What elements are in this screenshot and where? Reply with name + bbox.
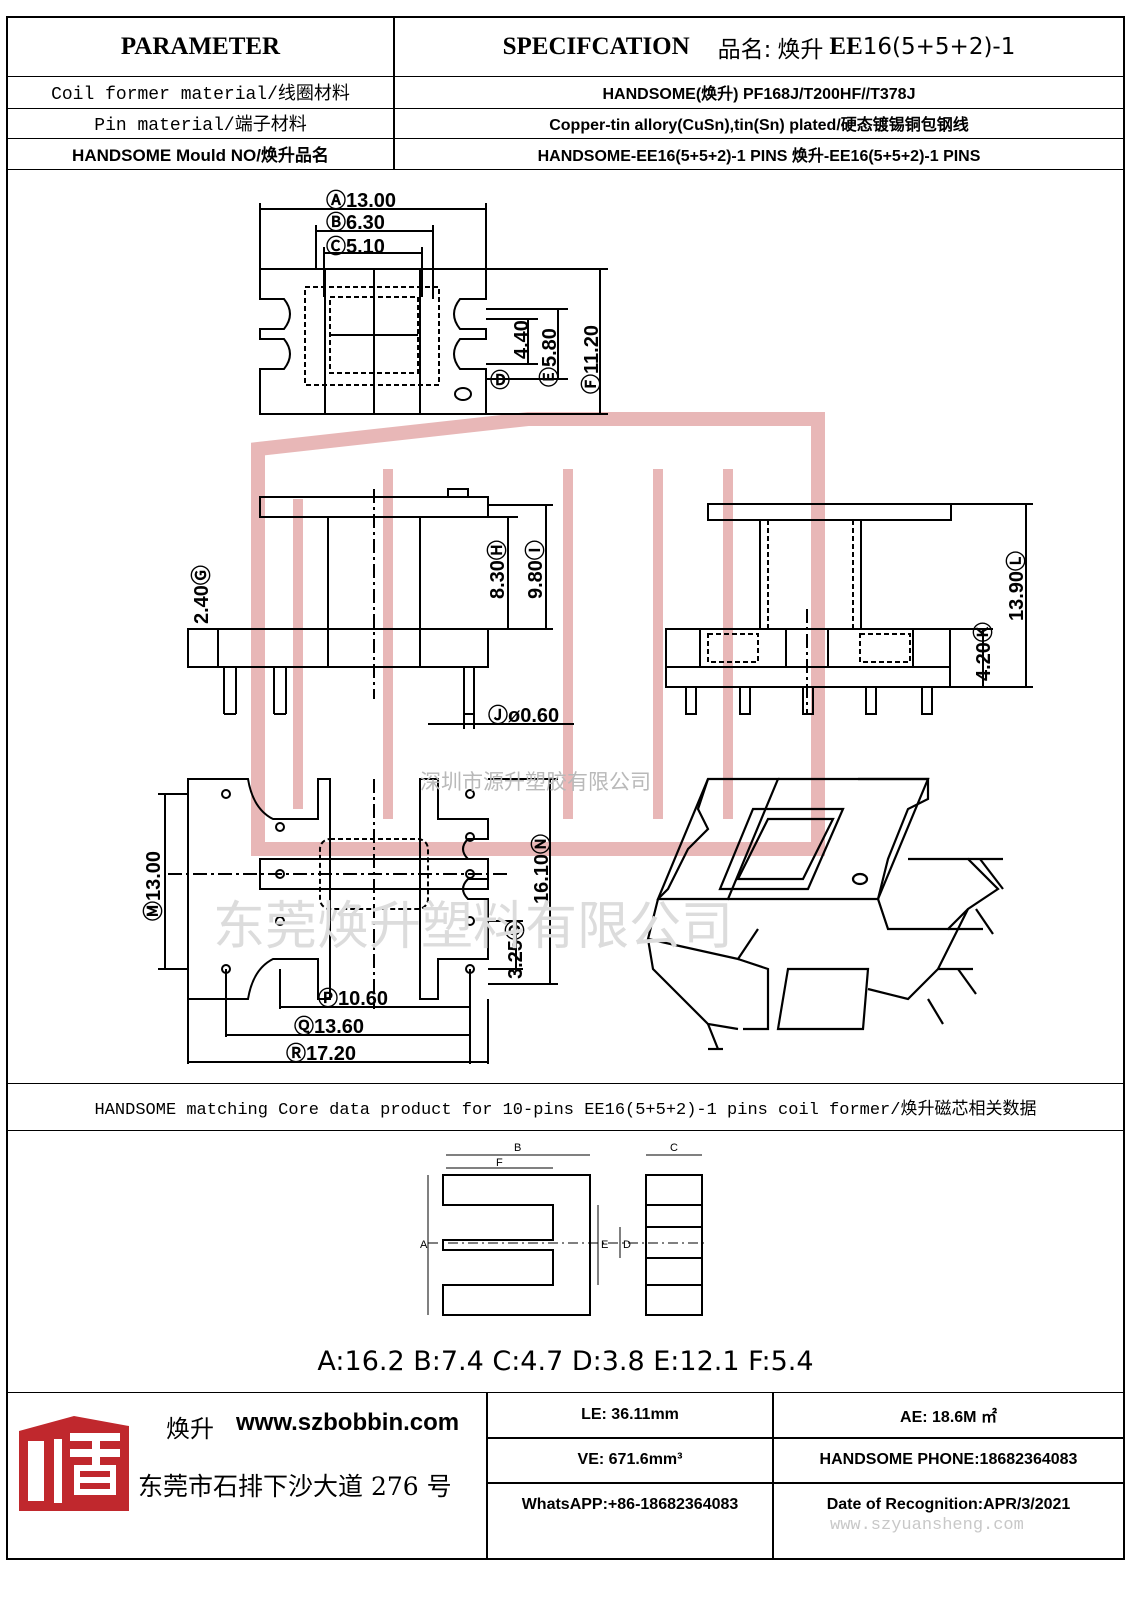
divider [772, 1393, 774, 1558]
param-label: Coil former material/线圈材料 [51, 85, 350, 105]
watermark-big: 东莞焕升塑料有限公司 [213, 898, 733, 956]
header-row: PARAMETER SPECIFCATION 品名: 焕升 EE 16(5+5+… [8, 18, 1123, 77]
core-label-e: E [601, 1239, 608, 1251]
dim-l: 13.90Ⓛ [1005, 551, 1028, 621]
dimension-labels: Ⓐ13.00 Ⓑ6.30 Ⓒ5.10 Ⓓ 4.40 Ⓔ5.80 Ⓕ11.20 2… [142, 189, 1028, 1065]
param-row: HANDSOME Mould NO/焕升品名 HANDSOME-EE16(5+5… [8, 138, 1123, 170]
whatsapp-value: WhatsAPP:+86-18682364083 [521, 1496, 739, 1513]
brand-website[interactable]: www.szbobbin.com [236, 1409, 460, 1436]
core-svg: B F C A E D [420, 1142, 708, 1316]
param-label: HANDSOME Mould NO/焕升品名 [72, 146, 329, 165]
product-name-cn: 焕升 [777, 37, 824, 63]
product-model-suffix: 16(5+5+2)-1 [862, 34, 1016, 60]
dim-f: Ⓕ11.20 [580, 325, 603, 394]
param-label: Pin material/端子材料 [94, 116, 307, 136]
dim-d-marker: Ⓓ [490, 369, 510, 392]
param-value: Copper-tin allory(CuSn),tin(Sn) plated/硬… [549, 117, 969, 134]
dim-q: Ⓠ13.60 [294, 1015, 364, 1038]
core-label-f: F [496, 1157, 503, 1169]
core-dimensions: A:16.2 B:7.4 C:4.7 D:3.8 E:12.1 F:5.4 [317, 1346, 814, 1377]
param-row: Coil former material/线圈材料 HANDSOME(焕升) P… [8, 76, 1123, 109]
site-watermark: www.szyuansheng.com [830, 1516, 1024, 1535]
bottom-view [158, 778, 558, 1064]
dim-n: 16.10Ⓝ [530, 834, 553, 904]
watermark-company: 深圳市源升塑胶有限公司 [420, 771, 651, 794]
core-drawing: B F C A E D [8, 1130, 1123, 1392]
technical-drawing: Ⓐ13.00 Ⓑ6.30 Ⓒ5.10 Ⓓ 4.40 Ⓔ5.80 Ⓕ11.20 2… [8, 169, 1123, 1083]
divider [486, 1393, 488, 1558]
divider [486, 1437, 1123, 1439]
front-view [187, 488, 574, 729]
divider [393, 18, 395, 76]
param-row: Pin material/端子材料 Copper-tin allory(CuSn… [8, 108, 1123, 139]
product-model-prefix: EE [829, 33, 863, 60]
dim-a: Ⓐ13.00 [326, 189, 396, 212]
ae-value: AE: 18.6M ㎡ [900, 1409, 997, 1426]
divider [486, 1482, 1123, 1484]
dim-i: 9.80Ⓘ [524, 540, 547, 599]
parameter-title: PARAMETER [120, 33, 281, 60]
phone-value: HANDSOME PHONE:18682364083 [819, 1451, 1078, 1468]
parameter-header: PARAMETER [8, 18, 393, 76]
ve-value: VE: 671.6mm³ [577, 1451, 683, 1468]
divider [393, 108, 395, 138]
brand-name-cn: 焕升 [166, 1415, 214, 1443]
dim-p: Ⓟ10.60 [318, 987, 388, 1010]
dim-h: 8.30Ⓗ [486, 540, 509, 599]
param-value: HANDSOME(焕升) PF168J/T200HF//T378J [602, 86, 916, 103]
core-title: HANDSOME matching Core data product for … [94, 1101, 1037, 1120]
le-value: LE: 36.11mm [581, 1406, 679, 1423]
core-dim-letters: B F C A E D [420, 1142, 678, 1251]
footer-brand: 焕升 www.szbobbin.com 东莞市石排下沙大道 276 号 [8, 1393, 486, 1558]
dim-b: Ⓑ6.30 [326, 211, 385, 234]
dim-j: Ⓙø0.60 [488, 704, 559, 727]
product-name-label: 品名: [717, 37, 772, 63]
dim-g: 2.40Ⓖ [190, 565, 213, 624]
divider [393, 138, 395, 169]
core-label-a: A [420, 1239, 428, 1251]
recognition-date: Date of Recognition:APR/3/2021 [826, 1496, 1071, 1513]
brand-address: 东莞市石排下沙大道 276 号 [138, 1472, 452, 1501]
dim-e: Ⓔ5.80 [538, 328, 561, 387]
core-label-d: D [623, 1239, 631, 1251]
watermark-logo [251, 412, 825, 856]
dim-k: 4.20Ⓚ [972, 622, 995, 681]
dim-d: 4.40 [511, 320, 533, 359]
dim-r: Ⓡ17.20 [286, 1042, 356, 1065]
brand-logo-icon [19, 1416, 129, 1511]
top-view [259, 203, 608, 415]
isometric-view [646, 777, 1004, 1051]
specification-header: SPECIFCATION 品名: 焕升 EE 16(5+5+2)-1 [395, 18, 1123, 76]
specification-title: SPECIFCATION [502, 33, 690, 60]
dim-o: 3.25Ⓞ [504, 920, 527, 979]
bobbin-drawing: Ⓐ13.00 Ⓑ6.30 Ⓒ5.10 Ⓓ 4.40 Ⓔ5.80 Ⓕ11.20 2… [142, 189, 1033, 1065]
dim-m: Ⓜ13.00 [142, 851, 165, 921]
dim-c: Ⓒ5.10 [326, 235, 385, 258]
spec-sheet: PARAMETER SPECIFCATION 品名: 焕升 EE 16(5+5+… [6, 16, 1125, 1560]
divider [393, 76, 395, 108]
param-value: HANDSOME-EE16(5+5+2)-1 PINS 焕升-EE16(5+5+… [537, 147, 981, 165]
footer: 焕升 www.szbobbin.com 东莞市石排下沙大道 276 号 LE: … [8, 1392, 1123, 1558]
core-title-bar: HANDSOME matching Core data product for … [8, 1083, 1123, 1131]
side-view [665, 503, 1033, 715]
core-label-b: B [514, 1142, 521, 1154]
core-label-c: C [670, 1142, 678, 1154]
